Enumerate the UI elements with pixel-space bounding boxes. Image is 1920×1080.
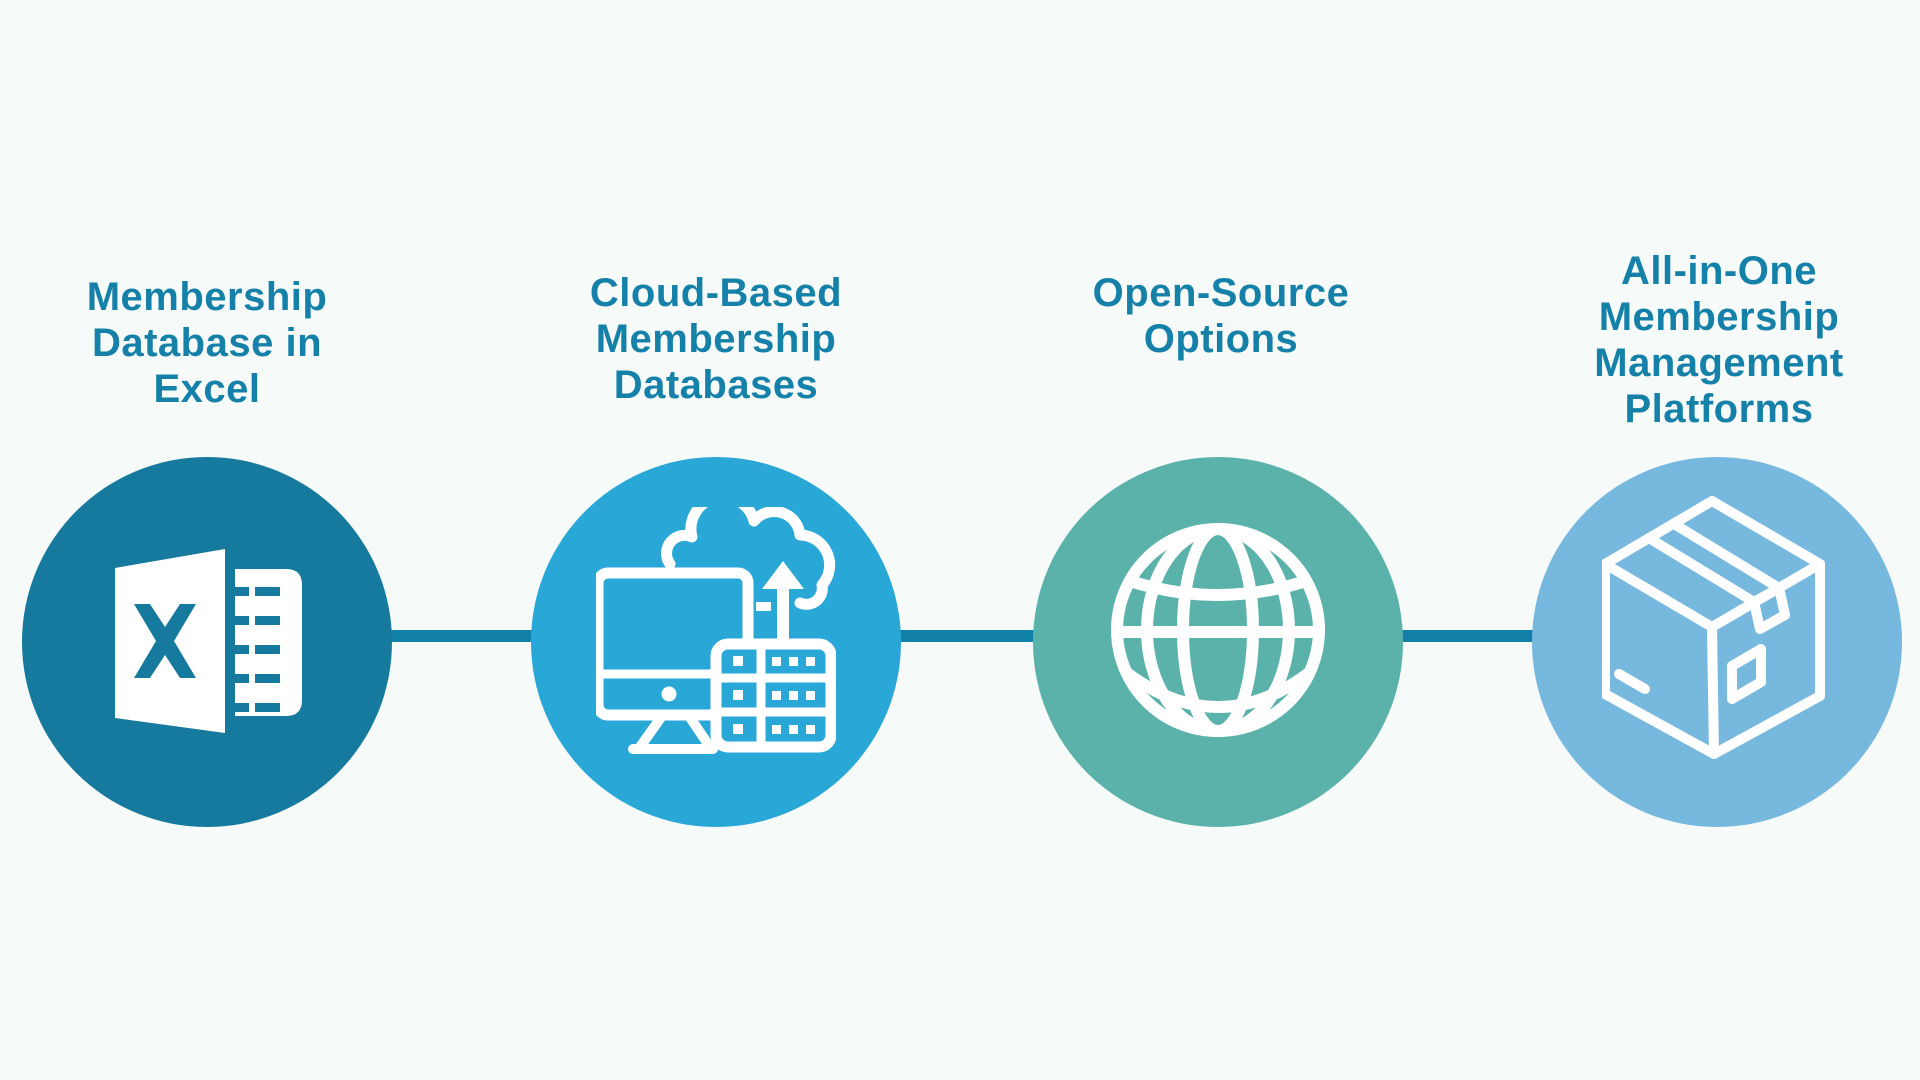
cloud-database-icon bbox=[596, 507, 836, 777]
package-box-icon bbox=[1602, 496, 1832, 777]
connector-line bbox=[207, 630, 1717, 642]
label-all-in-one-membership-management-platforms: All-in-One Membership Management Platfor… bbox=[1594, 249, 1844, 431]
globe-icon bbox=[1103, 523, 1333, 757]
label-membership-database-in-excel: Membership Database in Excel bbox=[86, 275, 328, 411]
node-membership-database-excel bbox=[22, 457, 392, 827]
label-cloud-based-membership-databases: Cloud-Based Membership Databases bbox=[589, 271, 843, 407]
node-all-in-one-platforms bbox=[1532, 457, 1902, 827]
node-cloud-based-membership-databases bbox=[531, 457, 901, 827]
node-open-source-options bbox=[1033, 457, 1403, 827]
label-open-source-options: Open-Source Options bbox=[1092, 271, 1350, 361]
excel-icon bbox=[112, 547, 302, 737]
